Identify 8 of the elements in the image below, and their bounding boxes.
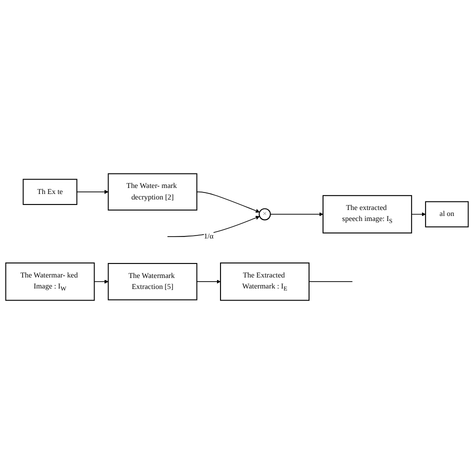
arrow [167, 216, 260, 237]
arrow [94, 280, 108, 284]
arrow [270, 212, 324, 216]
arrow [196, 192, 260, 213]
arrow [76, 190, 108, 194]
arrow [411, 212, 426, 216]
connector [308, 281, 353, 282]
arrow [196, 280, 221, 284]
